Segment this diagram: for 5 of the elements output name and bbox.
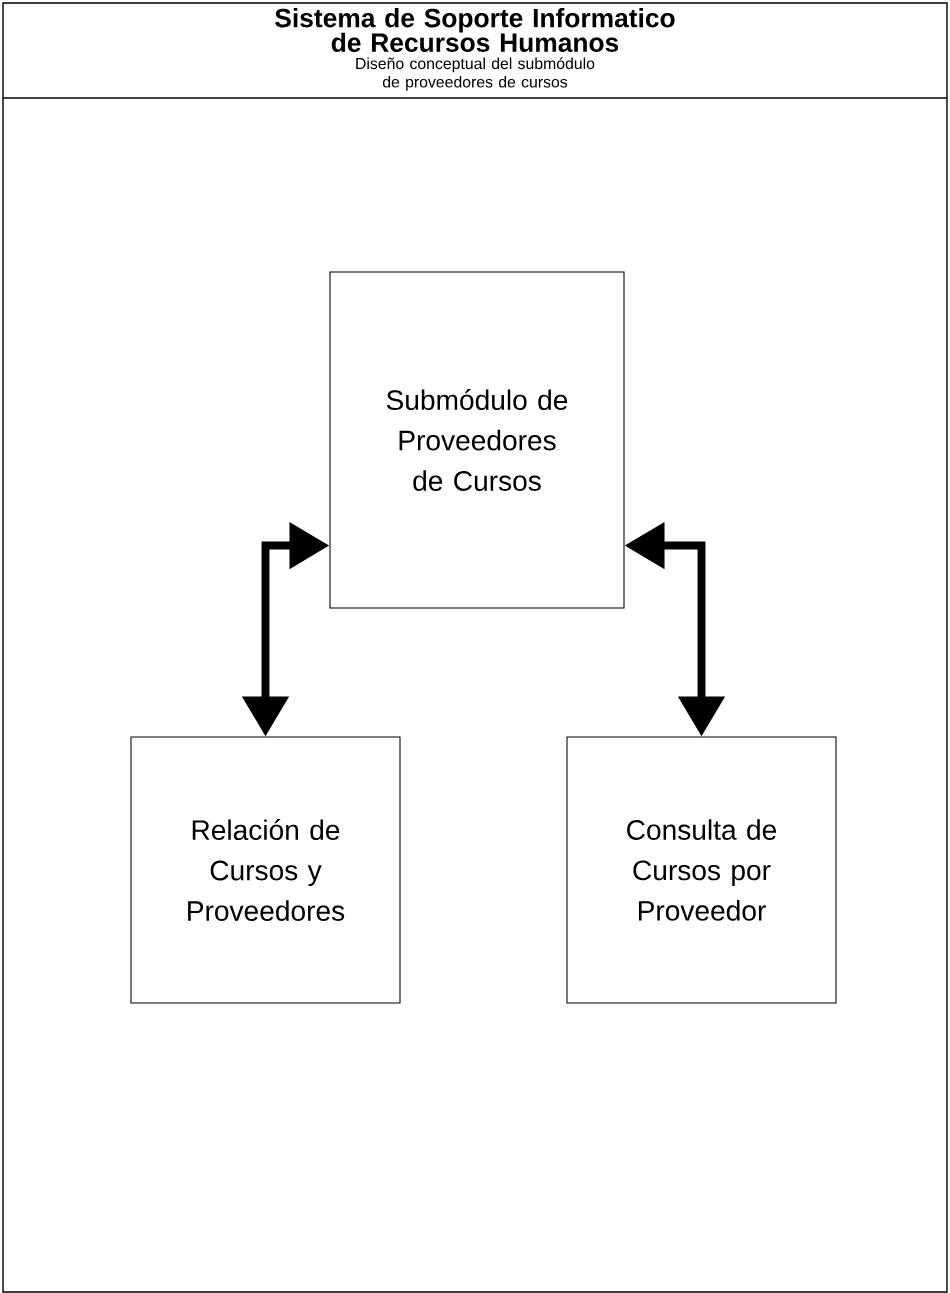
module-box: Submódulo de Proveedores de Cursos (329, 271, 625, 609)
module-box: Relación de Cursos y Proveedores (130, 736, 401, 1004)
module-box: Consulta de Cursos por Proveedor (566, 736, 837, 1004)
title: Sistema de Soporte Informatico de Recursos Humanos (275, 8, 675, 52)
subtitle: Diseño conceptual del submódulo de proveedores de cursos (356, 57, 595, 91)
